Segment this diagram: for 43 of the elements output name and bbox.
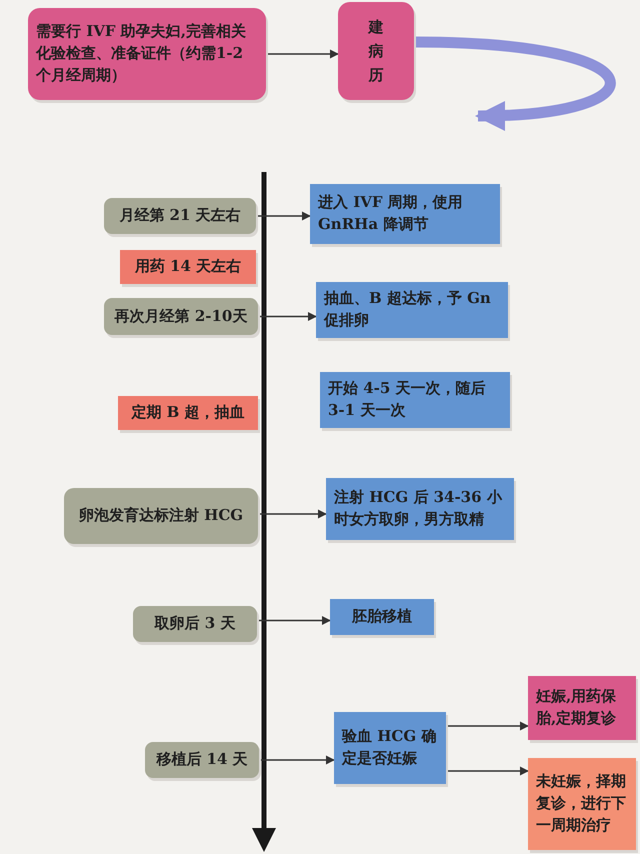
step-text: 需要行 IVF 助孕夫妇,完善相关化验检查、准备证件（约需1-2 个月经周期） bbox=[36, 21, 247, 86]
outcome-text: 妊娠,用药保胎,定期复诊 bbox=[536, 686, 618, 729]
time-box bbox=[145, 742, 259, 778]
step-text: 注射 HCG 后 34-36 小时女方取卵，男方取精 bbox=[334, 487, 504, 530]
step-box bbox=[316, 282, 508, 338]
record-box bbox=[338, 2, 414, 100]
arrow bbox=[259, 756, 335, 764]
step-box bbox=[310, 184, 500, 244]
step-box bbox=[330, 599, 434, 635]
outcome-box bbox=[528, 758, 636, 850]
arrow bbox=[258, 312, 317, 321]
step-box bbox=[28, 8, 266, 100]
arrow bbox=[266, 50, 339, 58]
step-text: 验血 HCG 确定是否妊娠 bbox=[342, 726, 438, 769]
arrow bbox=[257, 616, 331, 625]
time-box bbox=[104, 198, 256, 234]
step-text: 进入 IVF 周期，使用GnRHa 降调节 bbox=[318, 192, 464, 235]
time-text: 移植后 14 天 bbox=[155, 749, 249, 770]
note-box bbox=[118, 396, 258, 430]
arrow bbox=[446, 766, 529, 776]
outcome-text: 未妊娠，择期复诊，进行下一周期治疗 bbox=[536, 771, 627, 836]
arrow bbox=[256, 212, 311, 220]
step-text: 开始 4-5 天一次，随后3-1 天一次 bbox=[328, 378, 487, 421]
time-box bbox=[104, 298, 258, 335]
time-text: 卵泡发育达标注射 HCG bbox=[78, 505, 244, 526]
outcome-box bbox=[528, 676, 636, 740]
time-text: 月经第 21 天左右 bbox=[118, 205, 242, 226]
curved-arrow bbox=[414, 36, 615, 130]
note-text: 定期 B 超，抽血 bbox=[130, 402, 246, 424]
step-box bbox=[334, 712, 446, 784]
time-text: 取卵后 3 天 bbox=[153, 613, 236, 634]
time-box bbox=[64, 488, 258, 544]
step-text: 抽血、B 超达标，予 Gn促排卵 bbox=[324, 288, 492, 331]
note-box bbox=[120, 250, 256, 284]
arrow bbox=[258, 510, 327, 518]
step-box bbox=[320, 372, 510, 428]
arrow bbox=[446, 722, 529, 730]
step-box bbox=[326, 478, 514, 540]
record-text: 建病历 bbox=[368, 17, 384, 86]
step-text: 胚胎移植 bbox=[350, 606, 413, 628]
note-text: 用药 14 天左右 bbox=[134, 256, 242, 278]
time-box bbox=[133, 606, 257, 642]
time-text: 再次月经第 2-10天 bbox=[114, 306, 248, 327]
